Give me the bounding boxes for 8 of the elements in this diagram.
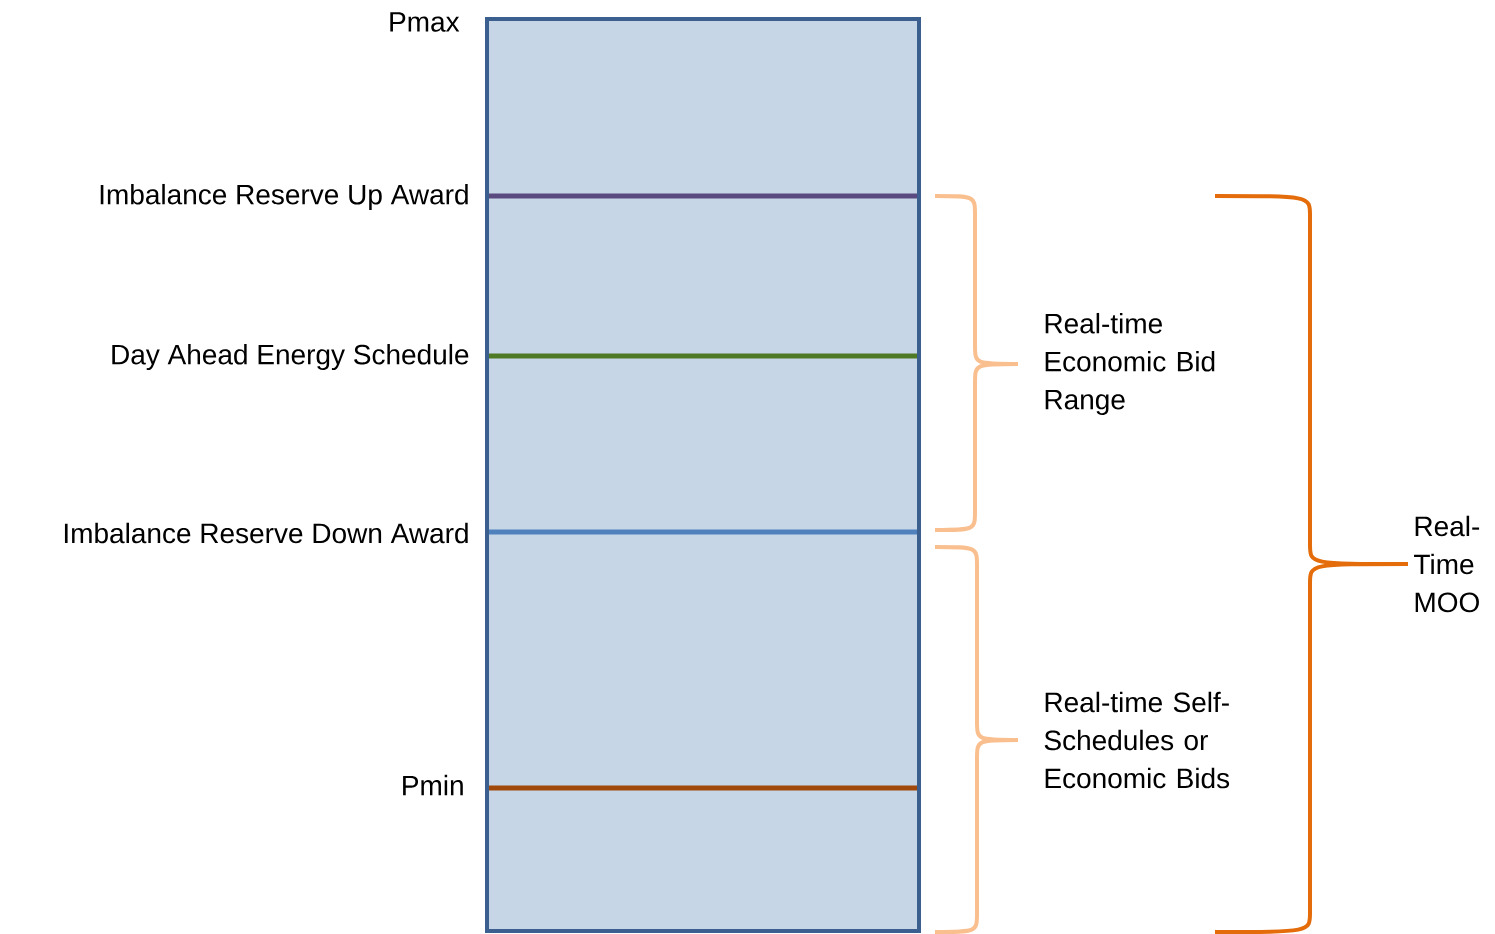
level-label: Pmin (403, 774, 463, 796)
level-label: Pmax (390, 12, 460, 32)
range-label: Real-time Self-Schedules or Economic Bids (1044, 691, 1230, 789)
level-label: Day Ahead Energy Schedule (112, 343, 469, 371)
range-label: Real-Time MOO (1414, 515, 1480, 613)
level-label: Imbalance Reserve Down Award (64, 522, 468, 544)
range-label: Real-time Economic Bid Range (1045, 312, 1215, 416)
level-label: Imbalance Reserve Up Award (100, 183, 468, 211)
